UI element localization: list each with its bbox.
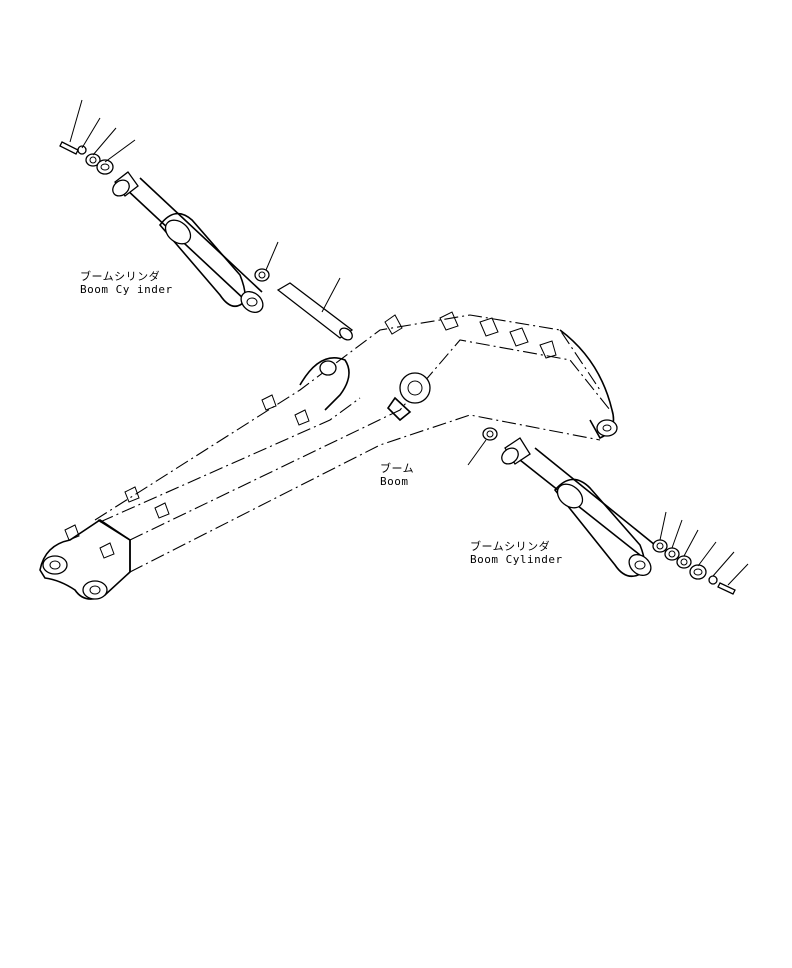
boom [39, 311, 618, 600]
label-en: Boom Cylinder [470, 553, 563, 566]
label-boom: ブーム Boom [380, 462, 414, 488]
label-en: Boom [380, 475, 409, 488]
boom-cylinder-left [112, 171, 264, 313]
label-jp: ブームシリンダ [80, 270, 161, 283]
right-hardware-stack [652, 511, 749, 595]
label-jp: ブーム [380, 462, 415, 475]
upper-pin-and-shim [254, 241, 354, 341]
label-boom-cylinder-left: ブームシリンダ Boom Cy inder [80, 270, 173, 296]
boom-cylinder-right [467, 427, 656, 578]
label-boom-cylinder-right: ブームシリンダ Boom Cylinder [470, 540, 563, 566]
label-en: Boom Cy inder [80, 283, 173, 296]
left-hardware-stack [59, 99, 136, 175]
label-jp: ブームシリンダ [470, 540, 551, 553]
